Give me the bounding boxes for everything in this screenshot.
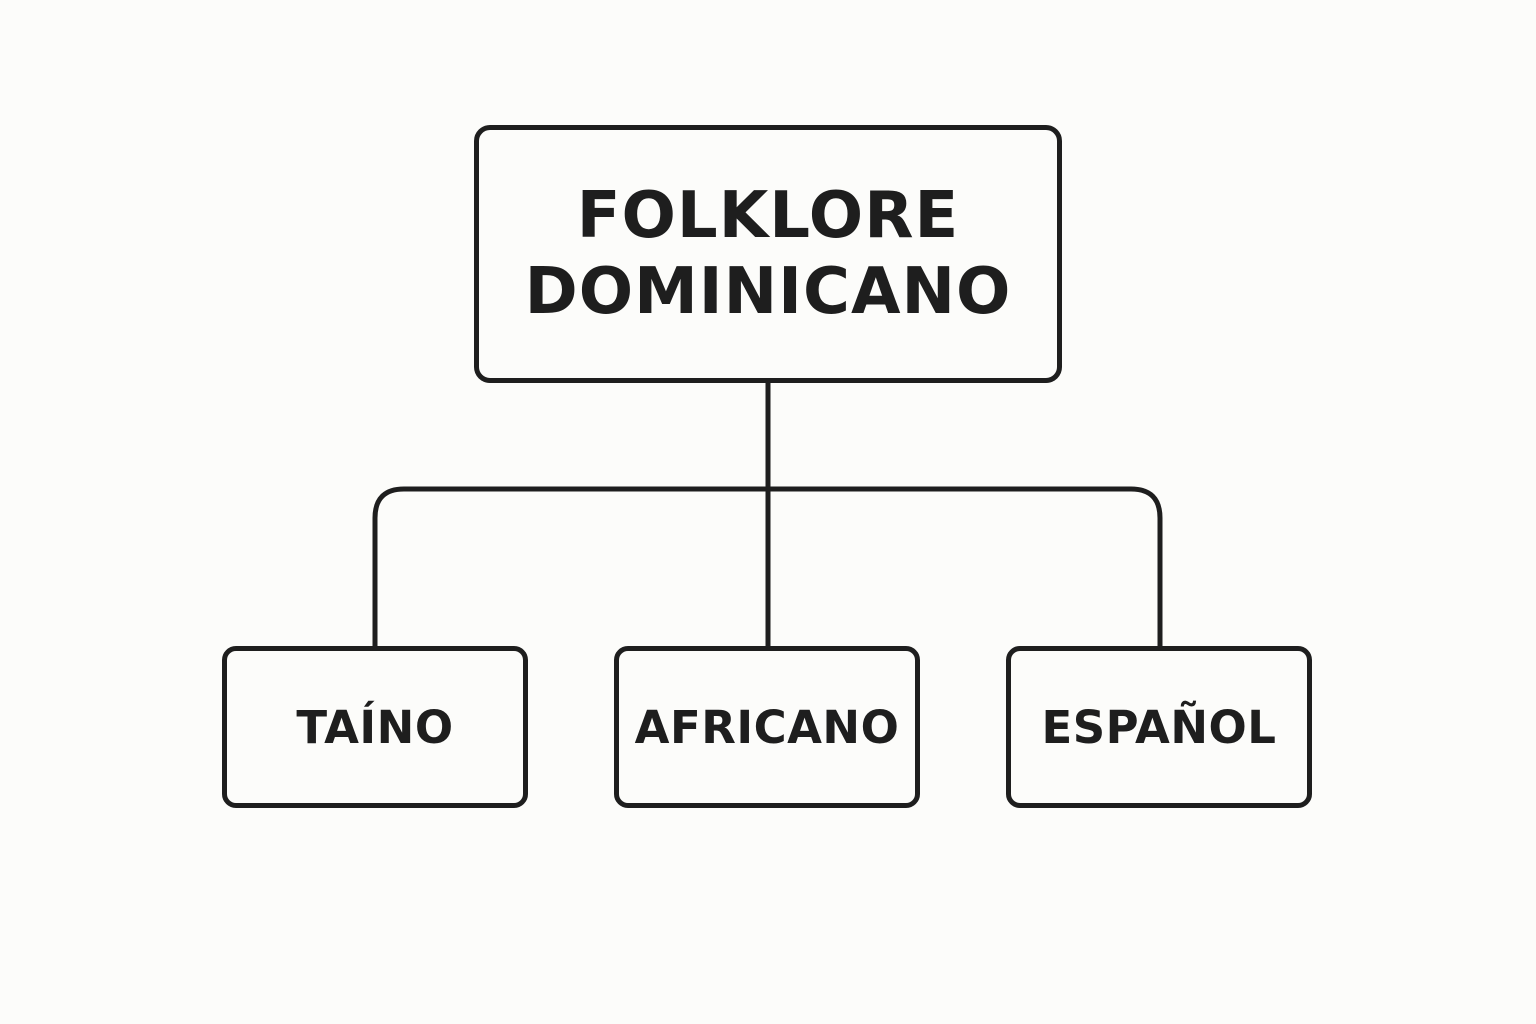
root-node-title: FOLKLORE DOMINICANO: [525, 178, 1012, 330]
child-node-label: ESPAÑOL: [1041, 700, 1277, 754]
child-node-africano: AFRICANO: [614, 646, 920, 808]
child-node-label: AFRICANO: [634, 700, 900, 754]
root-node-folklore-dominicano: FOLKLORE DOMINICANO: [474, 125, 1062, 383]
root-title-line-1: FOLKLORE: [576, 179, 960, 253]
child-node-label: TAÍNO: [296, 700, 454, 754]
root-title-line-2: DOMINICANO: [524, 255, 1012, 329]
child-node-espanol: ESPAÑOL: [1006, 646, 1312, 808]
child-node-taino: TAÍNO: [222, 646, 528, 808]
